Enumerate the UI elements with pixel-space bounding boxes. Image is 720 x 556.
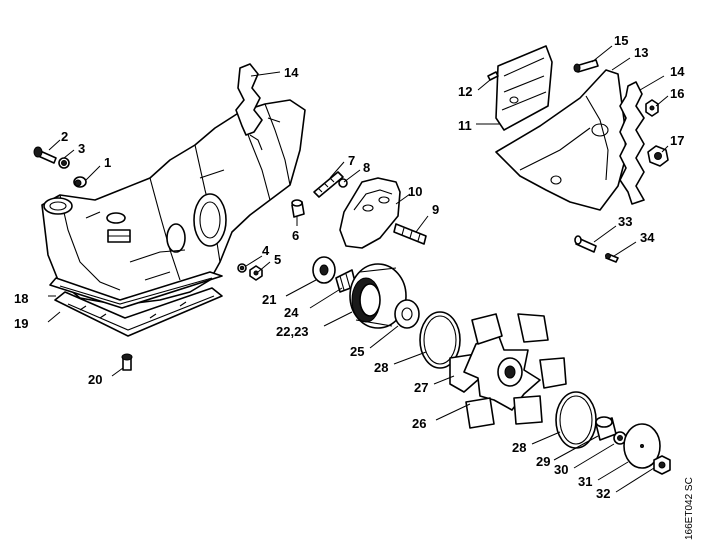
bushing-6-part <box>291 199 305 218</box>
callout-2: 2 <box>61 129 68 144</box>
callout-11: 11 <box>458 118 472 133</box>
washer-4-part <box>237 263 247 273</box>
callout-25: 25 <box>350 344 364 359</box>
callout-32: 32 <box>596 486 610 501</box>
clutch-shoe-right-part <box>517 313 549 343</box>
bushing-29-part <box>595 416 617 441</box>
callout-20: 20 <box>88 372 102 387</box>
callout-16: 16 <box>670 86 684 101</box>
callout-10: 10 <box>408 184 422 199</box>
leader-lines <box>47 45 669 493</box>
nut-16-part <box>645 99 659 117</box>
screw-2-part <box>33 146 57 164</box>
callout-18: 18 <box>14 291 28 306</box>
callout-9: 9 <box>432 202 439 217</box>
seal-14-right-part <box>619 81 645 205</box>
callout-33: 33 <box>618 214 632 229</box>
bolt-9-part <box>393 223 427 245</box>
clutch-shoe-lower-part <box>465 397 495 429</box>
oil-pan-19-part <box>54 287 223 337</box>
pin-12-part <box>487 71 499 81</box>
screw-20-part <box>121 353 133 371</box>
callout-7: 7 <box>348 153 355 168</box>
callout-8: 8 <box>363 160 370 175</box>
gasket-18-part <box>49 271 223 309</box>
washer-25-part <box>394 299 420 329</box>
cover-disc-31-part <box>623 423 661 469</box>
clutch-shoe-upper-part <box>471 313 503 345</box>
callout-26: 26 <box>412 416 426 431</box>
spring-28a-part <box>419 311 461 369</box>
clutch-carrier-26-part <box>463 333 541 411</box>
callout-6: 6 <box>292 228 299 243</box>
drawing-code: 166ET042 SC <box>684 477 695 540</box>
callout-28-lower: 28 <box>512 440 526 455</box>
callout-15: 15 <box>614 33 628 48</box>
callout-3: 3 <box>78 141 85 156</box>
callout-labels: 14 2 3 1 7 8 10 9 6 4 5 18 19 20 21 24 2… <box>14 33 685 501</box>
clutch-shoe-bottom-right-part <box>513 395 543 425</box>
bar-33-part <box>574 235 597 253</box>
callout-14-right: 14 <box>670 64 685 79</box>
callout-28-upper: 28 <box>374 360 388 375</box>
callout-27: 27 <box>414 380 428 395</box>
callout-21: 21 <box>262 292 276 307</box>
nut-32-part <box>653 455 671 475</box>
stud-7-part <box>313 171 344 198</box>
guide-plate-10-part <box>339 177 401 249</box>
callout-4: 4 <box>262 243 270 258</box>
cover-seal-14-part <box>235 63 263 136</box>
callout-13: 13 <box>634 45 648 60</box>
callout-5: 5 <box>274 252 281 267</box>
nut-5-part <box>249 265 263 281</box>
callout-24: 24 <box>284 305 299 320</box>
plate-11-part <box>495 45 553 131</box>
callout-34: 34 <box>640 230 655 245</box>
spring-28b-part <box>555 391 597 449</box>
callout-31: 31 <box>578 474 592 489</box>
callout-22-23: 22,23 <box>276 324 309 339</box>
callout-14-left: 14 <box>284 65 299 80</box>
callout-1: 1 <box>104 155 111 170</box>
callout-17: 17 <box>670 133 684 148</box>
screw-15-part <box>573 59 599 73</box>
callout-30: 30 <box>554 462 568 477</box>
clutch-drum-22-23-part <box>349 263 407 329</box>
clutch-shoe-far-right-part <box>539 357 567 389</box>
washer-3-part <box>58 157 70 169</box>
crankcase-part <box>41 99 306 306</box>
callout-29: 29 <box>536 454 550 469</box>
screw-34-part <box>605 253 619 263</box>
callout-19: 19 <box>14 316 28 331</box>
washer-21-part <box>312 256 336 284</box>
callout-12: 12 <box>458 84 472 99</box>
plug-1-part <box>73 176 87 188</box>
